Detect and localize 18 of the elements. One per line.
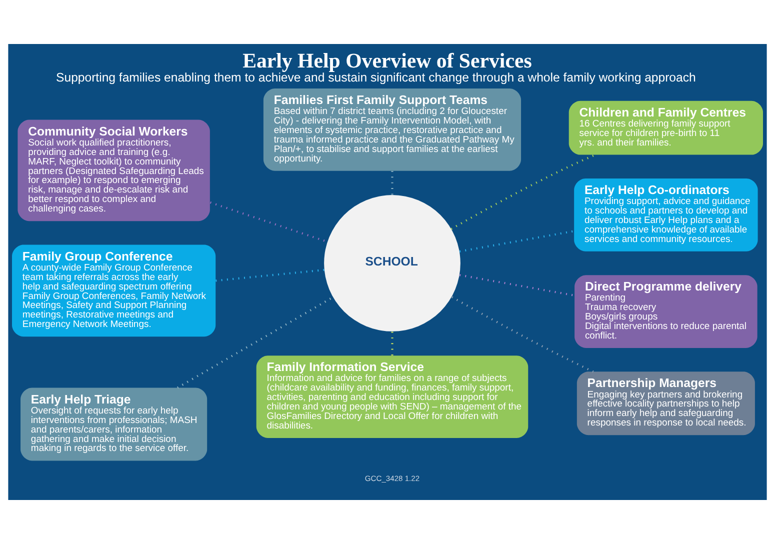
node-box: Partnership Managers Engaging key partners and brokering effective locality partnerships to help inform early help and safeguarding responses in response to local needs. [576,371,755,435]
node-circle: SCHOOL [324,194,460,331]
node-box: Early Help Co-ordinators Providing support, advice and guidance to schools and partners to develop and deliver robust Early Help plans and a comprehensive knowledge of available services and community resources. [574,178,758,251]
node-box: Families First Family Support Teams Based within 7 district teams (including 2 for Gloucester City) - delivering the Family Intervention Model, with elements of systemic practice, restorative practice and trauma informed practice and the Graduated Pathway My Plan/+, to stabilise and support families at the earliest opportunity. [263,88,522,170]
label: GCC_3428 1.22 [364,473,420,482]
connector [176,296,334,388]
connector [450,153,596,230]
connector [460,274,574,296]
connector [451,296,594,372]
node-box: Children and Family Centres 16 Centres delivering family support service for children pre-birth to 11 yrs. and their families. [568,100,763,154]
node-box: Community Social Workers Social work qualified practitioners, providing advice and training (e.g. MARF, Neglect toolkit) to community partners (Designated Safeguarding Leads for example) to respond to emerging risk, manage and de-escalate risk and better respond to complex and challenging cases. [18,119,210,221]
node-box: Family Group Conference A county-wide Family Group Conference team taking referrals across the early help and safeguarding spectrum offering Family Group Conferences, Family Network Meetings, Safety and Support Planning meetings, Restorative meetings and Emergency Network Meetings. [12,244,216,336]
node-box: Direct Programme delivery Parenting Trauma recovery Boys/girls groups Digital interventions to reduce parental conflict. [574,274,758,348]
node-box: Early Help Triage Oversight of requests for early help interventions from professionals; MASH and parents/carers, information gathering and make initial decision making in regards to the service offer. [20,387,208,460]
connector [216,268,324,282]
connector [460,230,574,252]
diagram-title: Early Help Overview of Services [242,48,532,72]
node-box: Family Information Service Information and advice for families on a range of subjects (childcare availability and funding, finances, family support, activities, parenting and education including support for children and young people with SEND) – management of the GlosFamilies Directory and Local Offer for children with disabilities. [256,355,528,438]
